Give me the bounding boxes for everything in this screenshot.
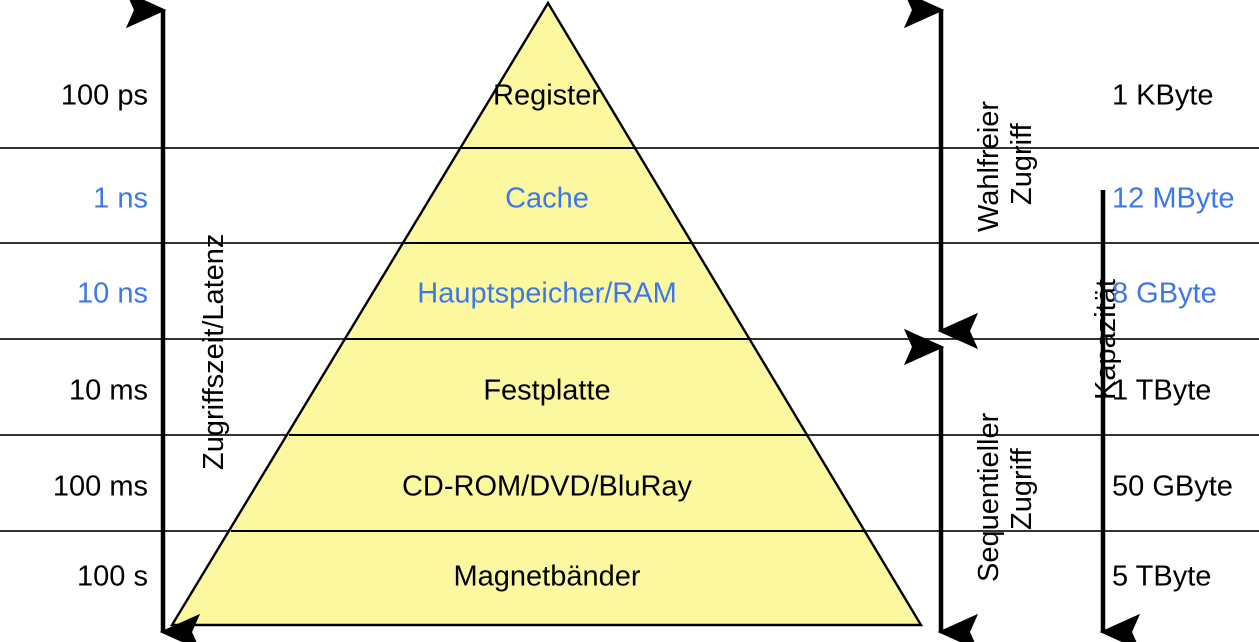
capacity-value-tape: 5 TByte xyxy=(1112,560,1212,593)
random-access-caption-line1: Wahlfreier xyxy=(973,100,1005,232)
latency-value-optical: 100 ms xyxy=(52,470,148,503)
capacity-value-ram: 8 GByte xyxy=(1112,277,1217,310)
latency-value-register: 100 ps xyxy=(60,79,148,112)
capacity-value-register: 1 KByte xyxy=(1112,79,1214,112)
tier-label-ram: Hauptspeicher/RAM xyxy=(417,277,677,310)
tier-label-register: Register xyxy=(493,79,601,112)
tier-label-disk: Festplatte xyxy=(483,374,611,407)
tier-label-optical: CD-ROM/DVD/BluRay xyxy=(401,470,693,503)
latency-axis-caption: Zugriffszeit/Latenz xyxy=(198,233,230,470)
random-access-caption-line2: Zugriff xyxy=(1006,123,1038,205)
tier-label-tape: Magnetbänder xyxy=(453,560,641,593)
sequential-access-caption-line1: Sequentieller xyxy=(973,412,1005,582)
capacity-value-optical: 50 GByte xyxy=(1112,470,1233,503)
pyramid-shape xyxy=(169,0,924,627)
tier-label-cache: Cache xyxy=(505,182,589,215)
latency-value-cache: 1 ns xyxy=(93,182,148,215)
latency-value-disk: 10 ms xyxy=(69,374,148,407)
latency-value-ram: 10 ns xyxy=(77,277,148,310)
sequential-access-caption-line2: Zugriff xyxy=(1006,448,1038,530)
latency-value-tape: 100 s xyxy=(77,560,148,593)
capacity-value-cache: 12 MByte xyxy=(1112,182,1235,215)
pyramid-internal-dividers xyxy=(231,147,866,532)
capacity-value-disk: 1 TByte xyxy=(1112,374,1212,407)
